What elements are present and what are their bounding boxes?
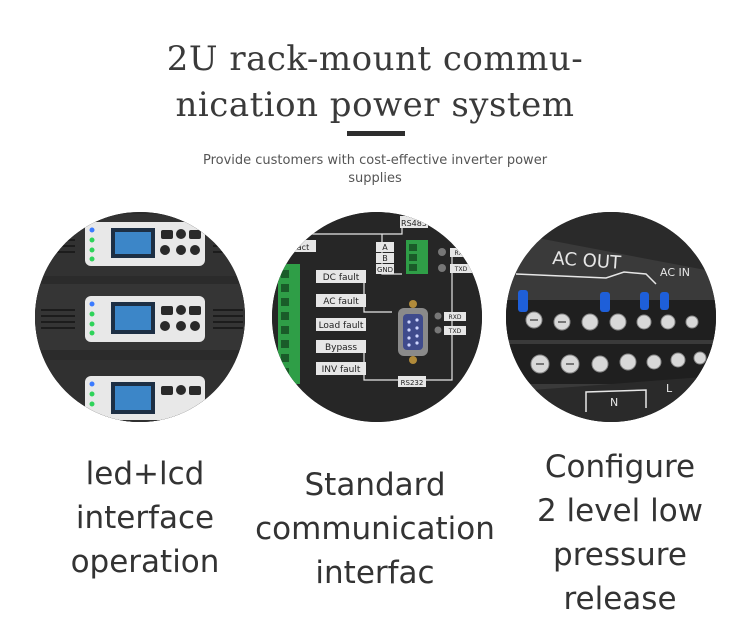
- caption-3-line-1: Configure: [544, 449, 696, 485]
- caption-1-line-2: interface: [75, 500, 215, 536]
- l-label: L: [666, 382, 673, 395]
- a-label: A: [382, 243, 388, 252]
- rxd-bottom-label: RXD: [449, 314, 462, 321]
- caption-3-line-2: 2 level low: [536, 493, 704, 529]
- load-fault-label: Load fault: [319, 321, 364, 331]
- rs232-label: RS232: [401, 379, 424, 387]
- caption-3-line-4: release: [563, 581, 677, 617]
- title-divider: [347, 131, 405, 136]
- page-subtitle: Provide customers with cost-effective in…: [175, 152, 575, 188]
- n-label: N: [610, 396, 618, 409]
- caption-1-line-3: operation: [70, 544, 220, 580]
- caption-3-line-3: pressure: [553, 537, 687, 573]
- ac-in-label: AC IN: [660, 266, 690, 279]
- title-line-2: nication power system: [175, 85, 575, 125]
- subtitle-line-1: Provide customers with cost-effective in…: [202, 153, 548, 168]
- caption-1-line-1: led+lcd: [85, 456, 205, 492]
- title-line-1: 2U rack-mount commu-: [166, 39, 584, 79]
- feature-caption-low-pressure: Configure 2 level low pressure release: [490, 445, 750, 621]
- feature-caption-led-lcd: led+lcd interface operation: [20, 452, 270, 584]
- gnd-label: GND: [377, 266, 393, 274]
- txd-bottom-label: TXD: [448, 328, 462, 335]
- feature-caption-communication: Standard communication interfac: [240, 463, 510, 595]
- rs485-label: RS485: [401, 219, 427, 228]
- bypass-label: Bypass: [325, 343, 357, 353]
- dc-fault-label: DC fault: [323, 273, 360, 283]
- inv-fault-label: INV fault: [322, 365, 361, 375]
- ac-fault-label: AC fault: [323, 297, 359, 307]
- ac-out-label: AC OUT: [552, 248, 623, 274]
- page-title: 2U rack-mount commu- nication power syst…: [0, 36, 750, 128]
- txd-top-label: TXD: [454, 266, 468, 273]
- rxd-top-label: RXD: [455, 250, 468, 257]
- ac-terminal-photo: AC OUT AC IN N L: [506, 212, 716, 422]
- rack-units-photo: [35, 212, 245, 422]
- comm-interface-photo: RS485 act A B GND RXD TXD: [272, 212, 482, 422]
- act-label: act: [297, 243, 309, 252]
- b-label: B: [382, 254, 388, 263]
- caption-2-line-2: communication: [255, 511, 495, 547]
- caption-2-line-1: Standard: [304, 467, 446, 503]
- caption-2-line-3: interfac: [315, 555, 435, 591]
- subtitle-line-2: supplies: [348, 171, 402, 186]
